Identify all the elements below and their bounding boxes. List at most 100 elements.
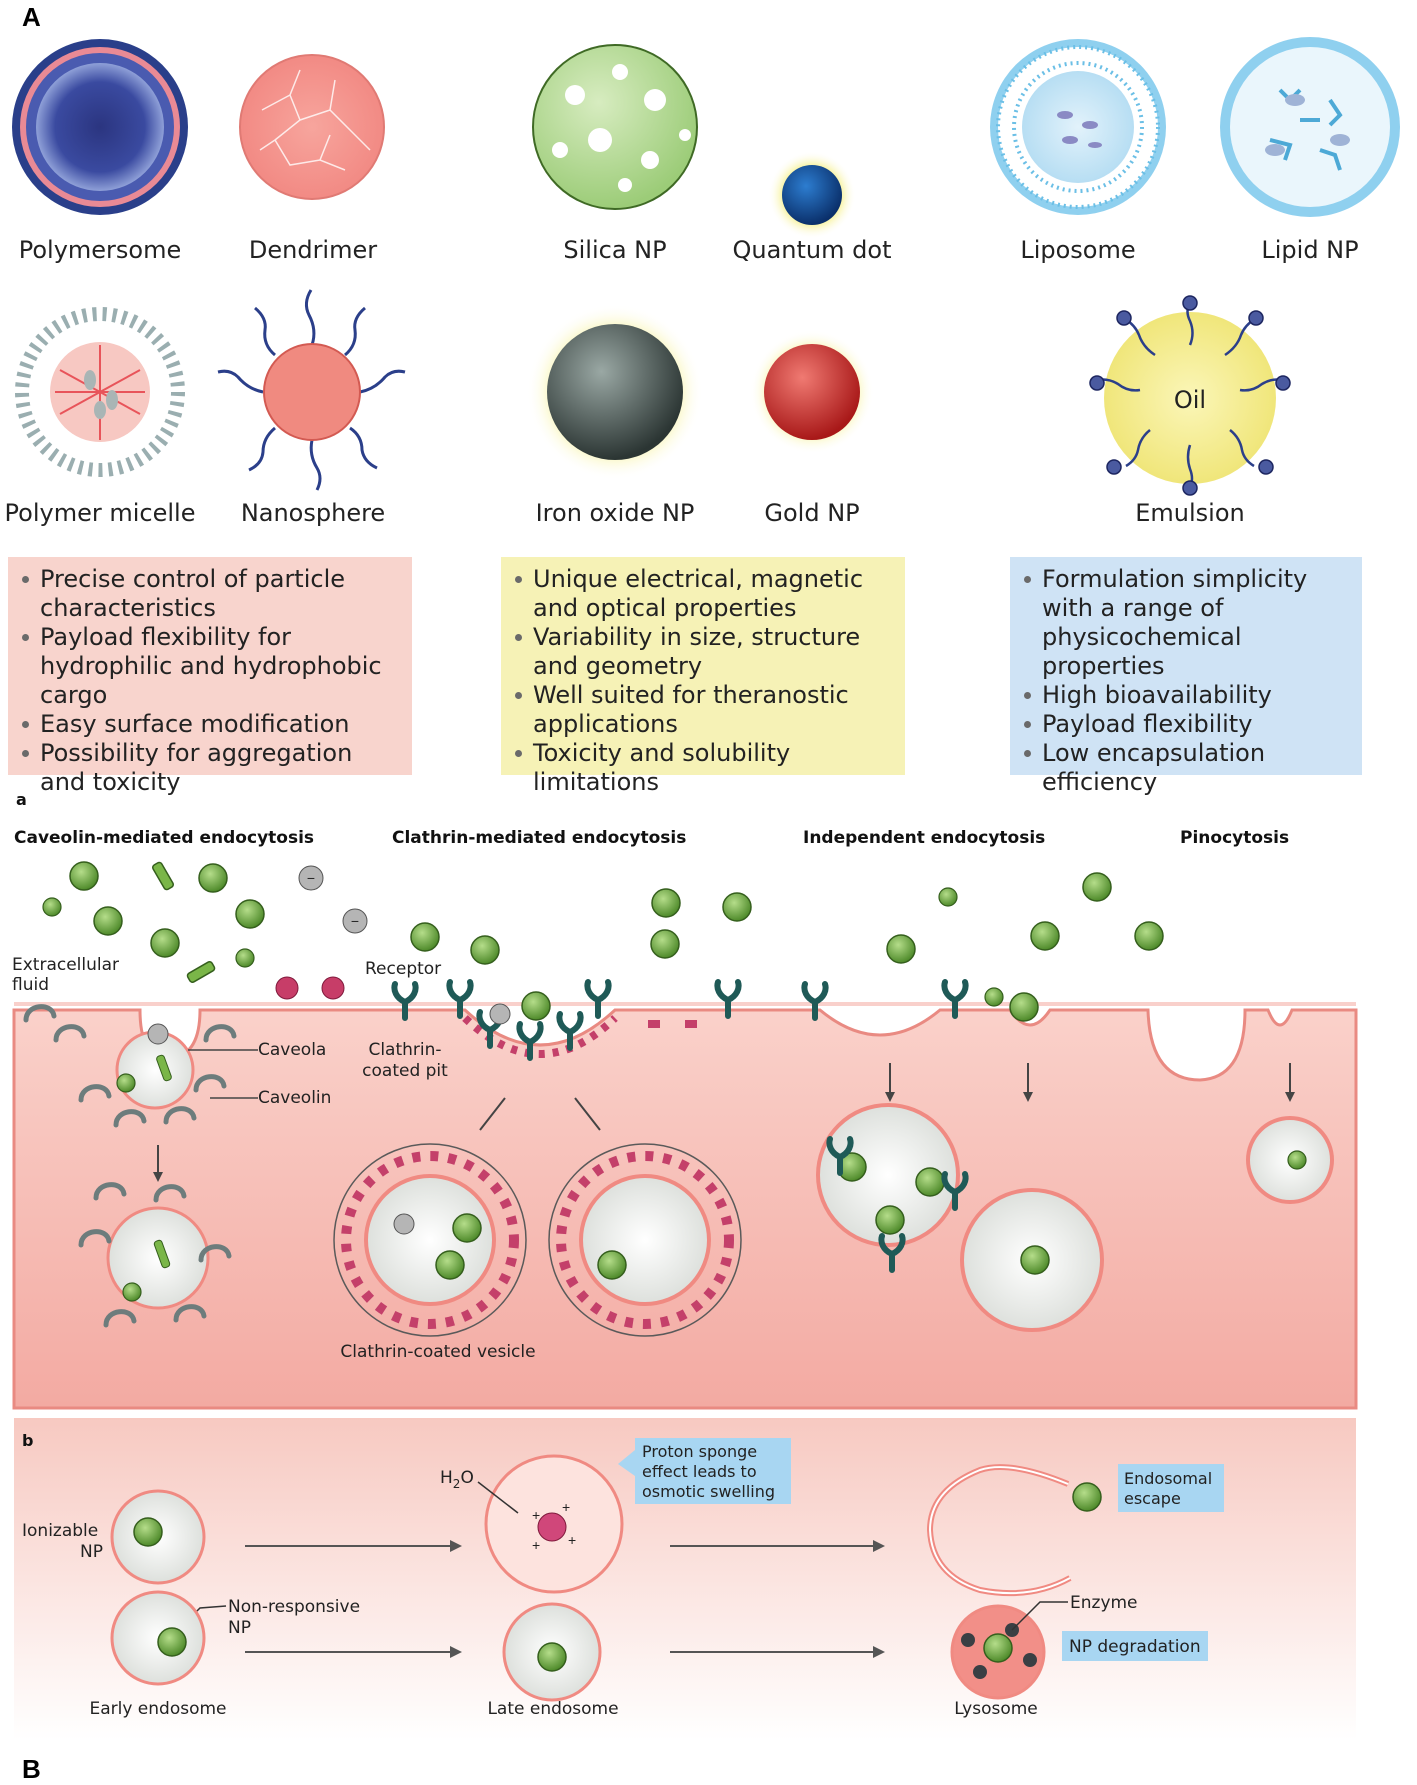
lipid-property-item: Payload flexibility xyxy=(1020,710,1352,739)
caveola-label: Caveola xyxy=(258,1040,326,1060)
inorganic-property-item: Well suited for theranostic applications xyxy=(511,681,895,739)
iron-oxide-np-label: Iron oxide NP xyxy=(536,499,695,527)
clathrin-coated-pit xyxy=(462,991,618,1058)
positive-charge-particles xyxy=(275,976,345,1000)
svg-text:+: + xyxy=(532,1537,540,1553)
ruptured-endosome xyxy=(926,1464,1102,1597)
inorganic-np-properties: Unique electrical, magnetic and optical … xyxy=(501,557,905,796)
clathrin-heading: Clathrin-mediated endocytosis xyxy=(392,828,686,848)
degradation-label: NP degradation xyxy=(1069,1637,1201,1657)
iron-oxide-np-illustration xyxy=(527,304,703,480)
oil-label: Oil xyxy=(1174,386,1206,414)
ionizable-label-1: Ionizable xyxy=(22,1521,98,1541)
polymeric-property-item: Possibility for aggregation and toxicity xyxy=(18,739,402,797)
svg-text:+: + xyxy=(568,1532,576,1548)
lipid-np-illustration xyxy=(1220,37,1400,217)
svg-text:−: − xyxy=(351,913,359,929)
nanosphere-label: Nanosphere xyxy=(241,499,385,527)
vesicle-label: Clathrin-coated vesicle xyxy=(340,1342,535,1362)
lysosome-label: Lysosome xyxy=(954,1699,1038,1719)
quantum-dot-illustration xyxy=(768,151,856,239)
proton-note-1: Proton sponge xyxy=(642,1442,757,1461)
panel-label-A: A xyxy=(22,2,41,32)
escape-note-1: Endosomal xyxy=(1124,1469,1212,1488)
inorganic-property-item: Unique electrical, magnetic and optical … xyxy=(511,565,895,623)
polymer-micelle-label: Polymer micelle xyxy=(5,499,196,527)
polymeric-property-item: Easy surface modification xyxy=(18,710,402,739)
clathrin-subunits xyxy=(648,1020,697,1028)
nanosphere-illustration xyxy=(217,289,406,491)
late-endosome-swelling: + + + + xyxy=(484,1454,624,1594)
caveolin-heading: Caveolin-mediated endocytosis xyxy=(14,828,314,848)
independent-heading: Independent endocytosis xyxy=(803,828,1045,848)
dendrimer-label: Dendrimer xyxy=(249,236,377,264)
polymer-micelle-illustration xyxy=(15,307,185,477)
svg-text:+: + xyxy=(532,1507,540,1523)
lysosome xyxy=(950,1604,1046,1700)
panel-label-b: b xyxy=(22,1431,33,1450)
polymersome-label: Polymersome xyxy=(19,236,182,264)
late-endosome-nonresponsive xyxy=(502,1602,602,1702)
polymeric-np-properties: Precise control of particle characterist… xyxy=(8,557,412,796)
late-endosome-label: Late endosome xyxy=(487,1699,618,1719)
water-label: H2O xyxy=(440,1468,474,1491)
panel-label-B: B xyxy=(22,1754,41,1784)
polymeric-property-item: Payload flexibility for hydrophilic and … xyxy=(18,623,402,710)
clathrin-vesicle-right xyxy=(548,1143,742,1337)
svg-text:−: − xyxy=(307,870,315,886)
gold-np-illustration xyxy=(750,330,874,454)
pinocytosis-heading: Pinocytosis xyxy=(1180,828,1289,848)
rod-particles xyxy=(152,861,216,983)
pit-label-1: Clathrin- xyxy=(368,1040,441,1060)
extracellular-label-1: Extracellular xyxy=(12,955,119,975)
clathrin-vesicle-left xyxy=(333,1143,527,1337)
enzyme-label: Enzyme xyxy=(1070,1593,1138,1613)
independent-endosome xyxy=(960,1188,1104,1332)
panel-label-a: a xyxy=(16,790,27,809)
liposome-label: Liposome xyxy=(1020,236,1135,264)
polymeric-property-item: Precise control of particle characterist… xyxy=(18,565,402,623)
escape-note-2: escape xyxy=(1124,1489,1181,1508)
caveolin-label: Caveolin xyxy=(258,1088,331,1108)
silica-np-label: Silica NP xyxy=(563,236,666,264)
negative-charge-particles: − − xyxy=(298,865,368,934)
polymersome-illustration xyxy=(12,39,188,215)
lipid-property-item: Low encapsulation efficiency xyxy=(1020,739,1352,797)
escape-callout xyxy=(1118,1464,1224,1512)
svg-text:+: + xyxy=(562,1499,570,1515)
lipid-property-item: High bioavailability xyxy=(1020,681,1352,710)
lipid-np-label: Lipid NP xyxy=(1261,236,1358,264)
water-o: O xyxy=(460,1468,473,1488)
proton-note-2: effect leads to xyxy=(642,1462,757,1481)
liposome-illustration xyxy=(990,39,1166,215)
caveola-structure xyxy=(26,1007,234,1125)
lipid-np-properties: Formulation simplicity with a range of p… xyxy=(1010,557,1362,796)
nonresponsive-label-2: NP xyxy=(228,1618,251,1638)
early-endosome-label: Early endosome xyxy=(89,1699,226,1719)
emulsion-label: Emulsion xyxy=(1135,499,1245,527)
proton-sponge-callout xyxy=(618,1438,791,1504)
silica-np-illustration xyxy=(532,44,698,210)
emulsion-illustration: Oil xyxy=(1089,295,1291,496)
gold-np-label: Gold NP xyxy=(764,499,859,527)
water-h: H xyxy=(440,1468,453,1488)
water-subscript: 2 xyxy=(453,1477,461,1491)
dendrimer-illustration xyxy=(239,54,385,200)
early-endosome-ionizable xyxy=(110,1489,206,1585)
nonresponsive-label-1: Non-responsive xyxy=(228,1597,360,1617)
caveosome xyxy=(81,1185,229,1325)
extracellular-label-2: fluid xyxy=(12,975,49,995)
independent-endosome-receptor xyxy=(816,1103,966,1270)
pit-label-2: coated pit xyxy=(362,1061,448,1081)
degradation-callout xyxy=(1062,1631,1208,1661)
proton-note-3: osmotic swelling xyxy=(642,1482,775,1501)
ionizable-label-2: NP xyxy=(80,1542,103,1562)
early-endosome-nonresponsive xyxy=(110,1590,206,1686)
quantum-dot-label: Quantum dot xyxy=(733,236,892,264)
inorganic-property-item: Toxicity and solubility limitations xyxy=(511,739,895,797)
lipid-property-item: Formulation simplicity with a range of p… xyxy=(1020,565,1352,681)
inorganic-property-item: Variability in size, structure and geome… xyxy=(511,623,895,681)
pinocytic-vesicle xyxy=(1246,1116,1334,1204)
receptor-label: Receptor xyxy=(365,959,441,979)
